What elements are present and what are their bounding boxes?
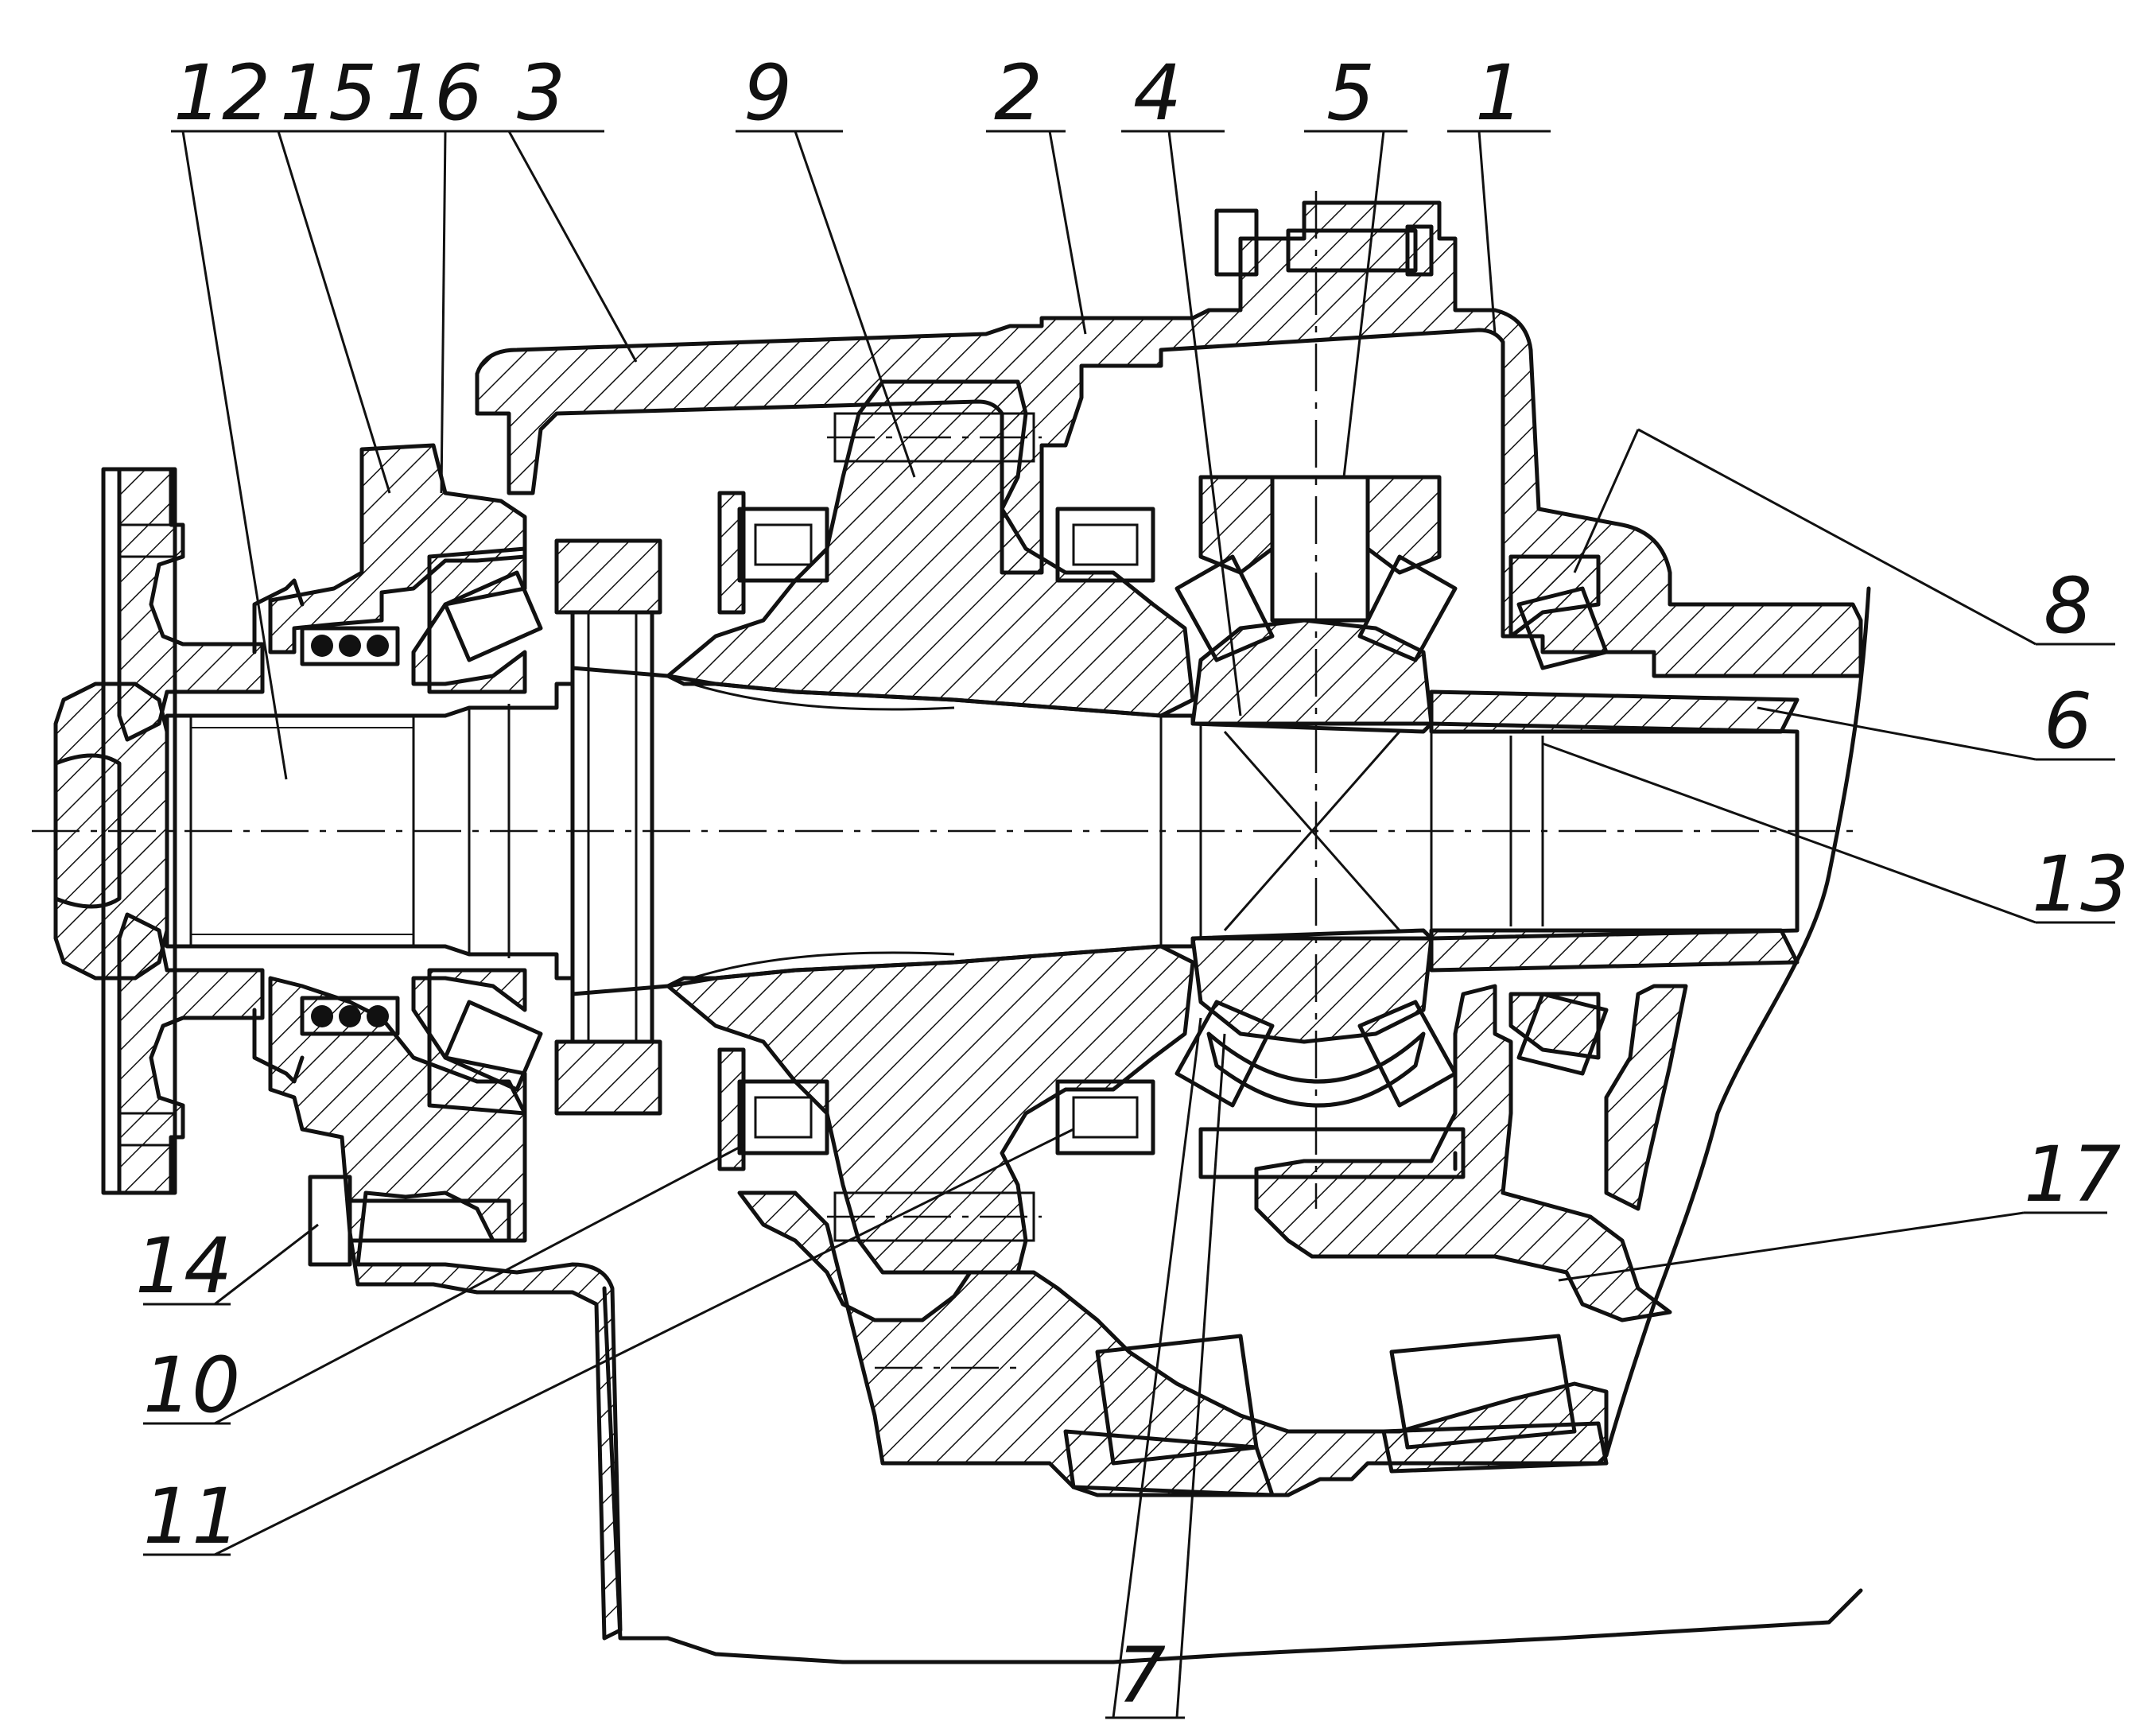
bearing-left-taper-upper bbox=[414, 549, 541, 692]
coupling-sleeve bbox=[557, 541, 660, 1113]
right-axle-sleeve-top bbox=[1431, 692, 1797, 732]
callout-9-label: 9 bbox=[744, 49, 792, 138]
sleeve-body bbox=[573, 612, 652, 1042]
callout-13-label: 13 bbox=[2032, 840, 2129, 929]
callout-17-label: 17 bbox=[2024, 1130, 2121, 1219]
callout-16: 16 bbox=[366, 49, 493, 493]
gear-hub-lower bbox=[668, 946, 1193, 1272]
callout-6-label: 6 bbox=[2044, 677, 2092, 766]
side-gear-upper bbox=[1193, 620, 1431, 724]
housing-left-collar bbox=[270, 445, 525, 652]
callout-16-label: 16 bbox=[386, 49, 483, 138]
side-gear-lower bbox=[1193, 938, 1431, 1042]
housing-upper-shell bbox=[477, 203, 1861, 676]
sleeve-top bbox=[557, 541, 660, 612]
housing-right-wall bbox=[1606, 986, 1686, 1209]
callout-15: 15 bbox=[274, 49, 390, 493]
callout-11-label: 11 bbox=[143, 1472, 240, 1561]
callout-10-label: 10 bbox=[143, 1341, 240, 1430]
right-axle-sleeve-bottom bbox=[1431, 930, 1797, 970]
callout-2: 2 bbox=[986, 49, 1085, 334]
spider-pin bbox=[1272, 477, 1368, 620]
callout-2-label: 2 bbox=[994, 49, 1042, 138]
bolt-14-head bbox=[310, 1177, 350, 1264]
callout-1: 1 bbox=[1447, 49, 1551, 334]
callout-5-label: 5 bbox=[1326, 49, 1375, 138]
callout-12-label: 12 bbox=[173, 49, 270, 138]
callout-4-label: 4 bbox=[1133, 49, 1182, 138]
callout-6: 6 bbox=[1757, 677, 2115, 766]
callout-3: 3 bbox=[493, 49, 636, 362]
callout-3-label: 3 bbox=[517, 49, 565, 138]
callout-7-label: 7 bbox=[1117, 1631, 1166, 1720]
callout-14-label: 14 bbox=[135, 1221, 232, 1311]
callout-8-label: 8 bbox=[2044, 561, 2092, 651]
callout-1-label: 1 bbox=[1475, 49, 1524, 138]
callout-15-label: 15 bbox=[280, 49, 377, 138]
gear-hub-upper bbox=[668, 382, 1193, 716]
callout-14: 14 bbox=[135, 1221, 318, 1311]
drive-gear bbox=[668, 382, 1193, 1272]
bearing-left-taper-lower bbox=[414, 970, 541, 1113]
sleeve-bottom bbox=[557, 1042, 660, 1113]
